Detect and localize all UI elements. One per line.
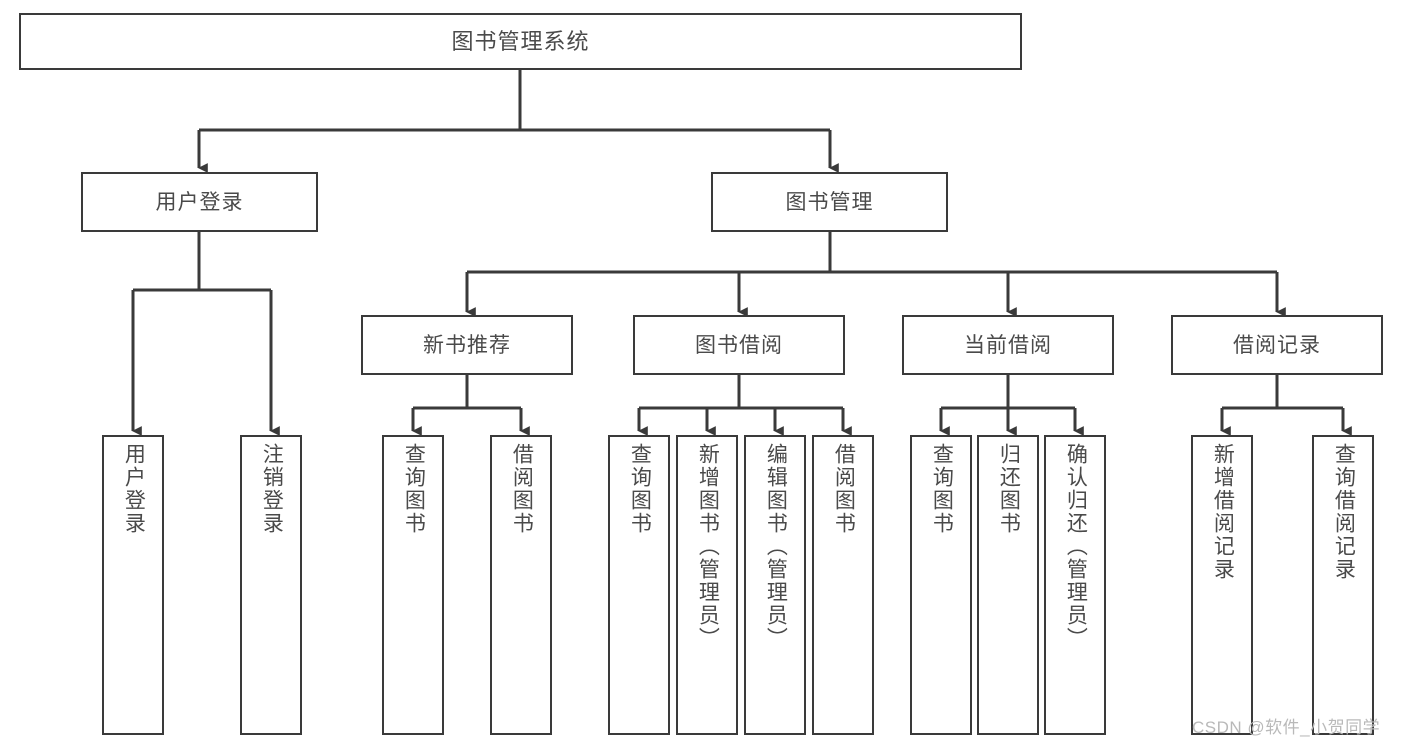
node-book-borrow[interactable]: 图书借阅	[633, 315, 845, 375]
node-label: 注销登录	[260, 443, 284, 535]
leaf-borrow-edit-book[interactable]: 编辑图书（管理员）	[744, 435, 806, 735]
node-label: 图书管理	[785, 190, 874, 214]
node-user-login[interactable]: 用户登录	[81, 172, 318, 232]
node-label: 查询图书	[930, 443, 954, 535]
node-borrow-record[interactable]: 借阅记录	[1171, 315, 1383, 375]
node-book-management[interactable]: 图书管理	[711, 172, 948, 232]
leaf-record-add[interactable]: 新增借阅记录	[1191, 435, 1253, 735]
leaf-record-query[interactable]: 查询借阅记录	[1312, 435, 1374, 735]
node-label: 图书借阅	[695, 333, 783, 357]
leaf-current-query-book[interactable]: 查询图书	[910, 435, 972, 735]
leaf-recommend-borrow-book[interactable]: 借阅图书	[490, 435, 552, 735]
leaf-recommend-query-book[interactable]: 查询图书	[382, 435, 444, 735]
node-label: 用户登录	[122, 443, 146, 535]
leaf-borrow-borrow-book[interactable]: 借阅图书	[812, 435, 874, 735]
node-label: 查询图书	[402, 443, 426, 535]
node-new-book-recommend[interactable]: 新书推荐	[361, 315, 573, 375]
leaf-borrow-query-book[interactable]: 查询图书	[608, 435, 670, 735]
csdn-watermark: CSDN @软件_小贺同学	[1192, 718, 1381, 737]
node-label: 归还图书	[997, 443, 1021, 535]
node-label: 借阅记录	[1233, 333, 1321, 357]
node-label: 新增图书（管理员）	[696, 443, 720, 650]
node-current-borrow[interactable]: 当前借阅	[902, 315, 1114, 375]
leaf-current-confirm-return[interactable]: 确认归还（管理员）	[1044, 435, 1106, 735]
node-label: 确认归还（管理员）	[1064, 443, 1088, 650]
node-label: 新书推荐	[423, 333, 511, 357]
node-label: 图书管理系统	[451, 28, 590, 54]
leaf-borrow-add-book[interactable]: 新增图书（管理员）	[676, 435, 738, 735]
leaf-user-logout[interactable]: 注销登录	[240, 435, 302, 735]
leaf-user-login[interactable]: 用户登录	[102, 435, 164, 735]
node-label: 用户登录	[155, 190, 244, 214]
node-root-system[interactable]: 图书管理系统	[19, 13, 1022, 70]
node-label: 当前借阅	[964, 333, 1052, 357]
node-label: 借阅图书	[832, 443, 856, 535]
node-label: 查询图书	[628, 443, 652, 535]
node-label: 编辑图书（管理员）	[764, 443, 788, 650]
node-label: 借阅图书	[510, 443, 534, 535]
node-label: 新增借阅记录	[1211, 443, 1235, 581]
leaf-current-return-book[interactable]: 归还图书	[977, 435, 1039, 735]
node-label: 查询借阅记录	[1332, 443, 1356, 581]
